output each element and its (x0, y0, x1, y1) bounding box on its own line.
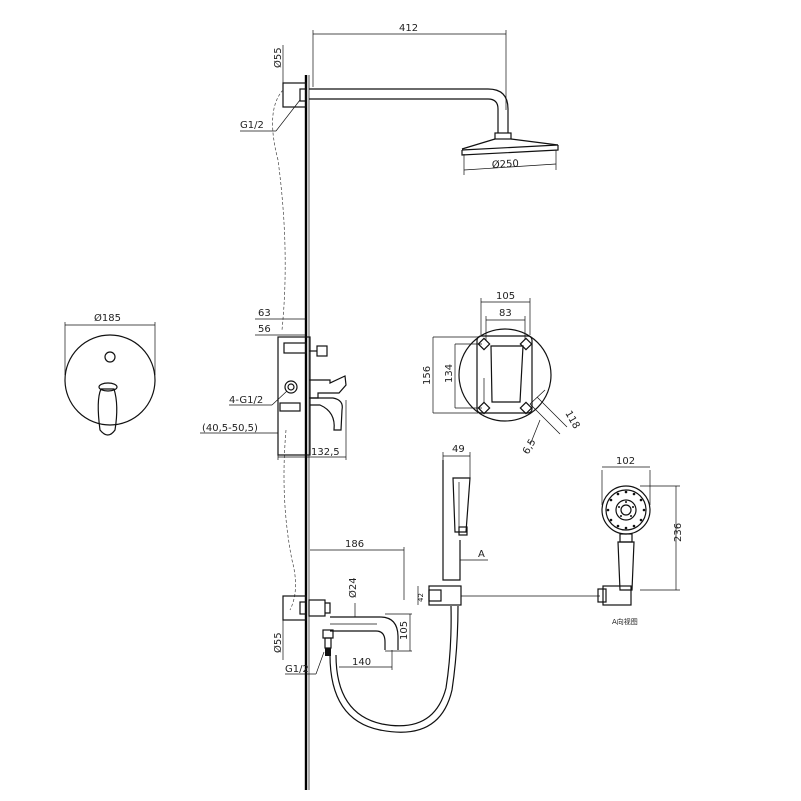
dim-63-label: 63 (258, 308, 271, 319)
tub-spout (282, 595, 399, 656)
hand-shower-side (428, 460, 600, 606)
hand-shower-front (597, 485, 651, 606)
dim-186-label: 186 (345, 539, 364, 550)
dim-236-label: 236 (673, 523, 684, 542)
dim-65-label: 6,5 (521, 437, 538, 456)
dim-1325-label: 132,5 (311, 447, 340, 458)
dim-185-label: Ø185 (94, 312, 121, 324)
dim-250-label: Ø250 (492, 158, 520, 171)
dim-55-top-label: Ø55 (272, 47, 284, 68)
back-plate (458, 328, 552, 422)
g12-bottom-label: G1/2 (285, 664, 309, 675)
dim-83-label: 83 (499, 308, 512, 319)
dim-105-plate-label: 105 (496, 291, 515, 302)
shower-arm (282, 82, 559, 175)
hidden-pipe (272, 89, 296, 611)
dim-42-label: 42 (417, 593, 425, 602)
hose (329, 605, 459, 733)
dim-102-label: 102 (616, 456, 635, 467)
dim-156-label: 156 (422, 366, 433, 385)
range-label: (40,5-50,5) (202, 423, 258, 434)
dim-140-label: 140 (352, 657, 371, 668)
dim-24-label: Ø24 (347, 577, 359, 598)
dim-55-top: Ø55 (272, 45, 306, 84)
a-view-label: A向视图 (612, 617, 638, 626)
mixer-side-view (277, 336, 347, 456)
dim-412-label: 412 (399, 23, 418, 34)
dim-412: 412 (312, 23, 507, 110)
label-a: A (478, 549, 485, 560)
dim-56-label: 56 (258, 324, 271, 335)
dim-105-spout-label: 105 (399, 621, 410, 640)
dim-118-label: 118 (562, 409, 581, 431)
dim-49-label: 49 (452, 444, 465, 455)
g12-4-label: 4-G1/2 (229, 395, 263, 406)
g12-top-label: G1/2 (240, 120, 264, 131)
escutcheon-plate: Ø185 (64, 312, 156, 436)
dim-55-bottom-label: Ø55 (272, 632, 284, 653)
dim-134-label: 134 (444, 364, 455, 383)
